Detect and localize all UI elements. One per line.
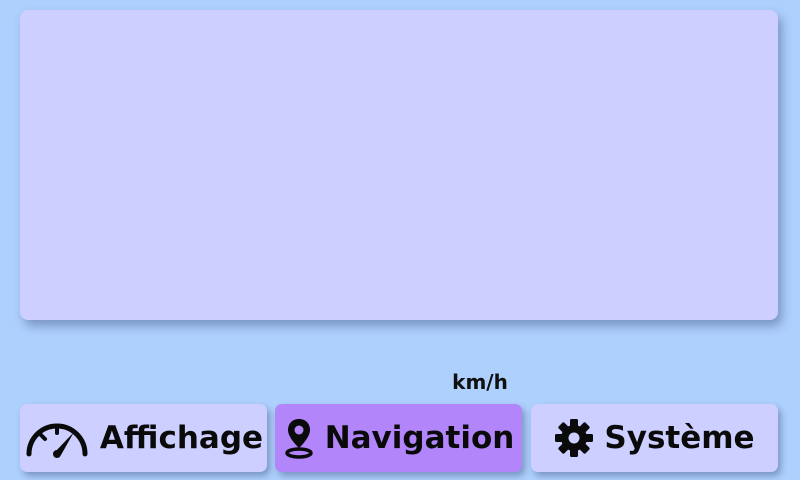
map-pin-icon xyxy=(283,416,315,460)
bottom-navigation-bar: Affichage Navigation xyxy=(20,404,778,472)
tab-systeme[interactable]: Système xyxy=(531,404,778,472)
tab-affichage[interactable]: Affichage xyxy=(20,404,267,472)
main-display-panel xyxy=(20,10,778,320)
tab-affichage-label: Affichage xyxy=(99,420,264,456)
tab-systeme-label: Système xyxy=(604,420,755,456)
tab-navigation-label: Navigation xyxy=(324,420,515,456)
gear-icon xyxy=(554,418,594,458)
speed-unit-label: km/h xyxy=(452,370,508,394)
speedometer-icon xyxy=(24,418,90,458)
tab-navigation[interactable]: Navigation xyxy=(275,404,522,472)
